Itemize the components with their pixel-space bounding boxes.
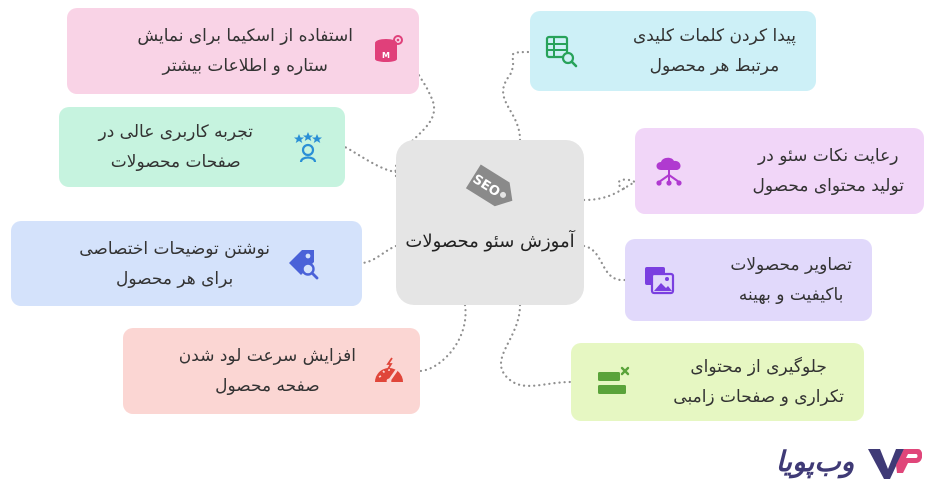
tag-search-icon [289, 249, 319, 279]
duplicate-remove-icon [598, 366, 630, 394]
image-gallery-icon [645, 267, 675, 295]
connector-node-7 [418, 303, 467, 373]
topic-node-ux: تجربه کاربری عالی در صفحات محصولات [59, 107, 345, 187]
topic-node-schema: استفاده از اسکیما برای نمایش ستاره و اطل… [67, 8, 419, 94]
topic-node-content: رعایت نکات سئو در تولید محتوای محصول [635, 128, 924, 214]
cloud-network-icon [656, 157, 682, 186]
center-title: آموزش سئو محصولات [405, 231, 575, 252]
topic-node-duplicate: جلوگیری از محتوای تکراری و صفحات زامبی [571, 343, 864, 421]
topic-node-descriptions: نوشتن توضیحات اختصاصی برای هر محصول [11, 221, 362, 306]
brand-name: وب‌پویا [775, 445, 855, 478]
brand-logo[interactable]: وب‌پویا [766, 441, 922, 485]
node-label: تصاویر محصولات باکیفیت و بهینه [730, 255, 852, 305]
database-schema-icon: M [375, 35, 403, 62]
topic-node-keywords: پیدا کردن کلمات کلیدی مرتبط هر محصول [530, 11, 816, 91]
center-topic: SEO آموزش سئو محصولات [396, 140, 584, 305]
connector-node-3 [343, 145, 398, 174]
connector-node-2 [502, 50, 532, 142]
node-label: جلوگیری از محتوای تکراری و صفحات زامبی [673, 357, 844, 407]
connector-node-6 [582, 244, 627, 282]
node-label: تجربه کاربری عالی در صفحات محصولات [98, 122, 254, 172]
topic-node-images: تصاویر محصولات باکیفیت و بهینه [625, 239, 872, 321]
node-label: نوشتن توضیحات اختصاصی برای هر محصول [79, 238, 270, 289]
node-label: افزایش سرعت لود شدن صفحه محصول [178, 346, 356, 396]
node-label: استفاده از اسکیما برای نمایش ستاره و اطل… [137, 26, 353, 76]
connector-node-5 [360, 244, 398, 265]
node-label: رعایت نکات سئو در تولید محتوای محصول [752, 146, 904, 196]
connector-node-4 [582, 178, 638, 202]
seo-tag-icon: SEO [465, 164, 513, 207]
svg-text:M: M [382, 51, 390, 60]
speedometer-icon [375, 357, 403, 384]
keyword-search-icon [545, 35, 578, 68]
topic-node-speed: افزایش سرعت لود شدن صفحه محصول [123, 328, 420, 414]
webpooya-logo-icon [868, 449, 922, 479]
user-rating-icon [294, 132, 322, 163]
connector-node-8 [499, 303, 573, 387]
node-label: پیدا کردن کلمات کلیدی مرتبط هر محصول [632, 26, 796, 76]
